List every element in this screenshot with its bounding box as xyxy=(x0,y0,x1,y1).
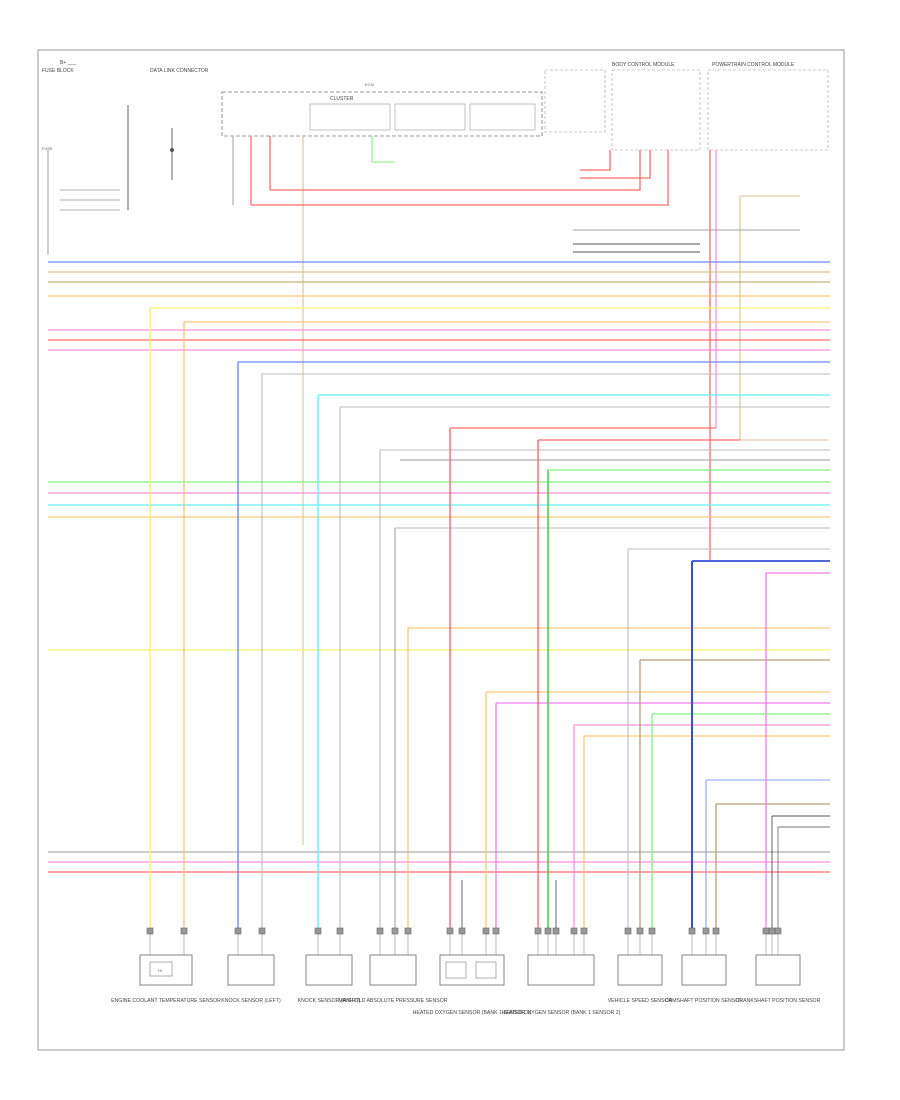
svg-text:ECM: ECM xyxy=(365,82,374,87)
vertical-wires xyxy=(149,308,779,930)
component-label-1: ENGINE COOLANT TEMPERATURE SENSOR xyxy=(111,998,221,1004)
component-label-8: CAMSHAFT POSITION SENSOR xyxy=(665,998,743,1004)
component-box xyxy=(305,954,353,986)
top-labels: FUSE BLOCK DATA LINK CONNECTOR CLUSTER B… xyxy=(42,62,795,102)
top-label-2: DATA LINK CONNECTOR xyxy=(150,68,209,74)
component-box xyxy=(439,954,505,986)
component-label-6: HEATED OXYGEN SENSOR (BANK 1 SENSOR 2) xyxy=(502,1010,621,1016)
top-label-3: CLUSTER xyxy=(330,96,354,102)
svg-text:FUSE: FUSE xyxy=(42,146,53,151)
component-label-3: KNOCK SENSOR (RIGHT) xyxy=(298,998,361,1004)
diagram-border xyxy=(37,49,845,1051)
top-label-4: BODY CONTROL MODULE xyxy=(612,62,675,68)
component-label-5: HEATED OXYGEN SENSOR (BANK 1 SENSOR 1) xyxy=(413,1010,532,1016)
svg-text:HI: HI xyxy=(158,968,162,973)
component-box xyxy=(681,954,727,986)
module-header-box xyxy=(221,91,543,137)
component-box xyxy=(755,954,801,986)
component-box xyxy=(227,954,275,986)
top-section: B+ ___ FUSE ECM xyxy=(42,60,829,845)
horizontal-wires xyxy=(48,261,830,873)
component-label-7: VEHICLE SPEED SENSOR xyxy=(608,998,673,1004)
svg-text:B+ ___: B+ ___ xyxy=(60,60,76,66)
top-label-5: POWERTRAIN CONTROL MODULE xyxy=(712,62,795,68)
bottom-components: HI ENGINE COOLANT TEMPERATURE SENSOR KNO… xyxy=(111,927,821,1016)
component-label-4: MANIFOLD ABSOLUTE PRESSURE SENSOR xyxy=(339,998,448,1004)
top-label-1: FUSE BLOCK xyxy=(42,68,74,74)
component-label-2: KNOCK SENSOR (LEFT) xyxy=(221,998,281,1004)
component-box xyxy=(527,954,595,986)
component-label-9: CRANKSHAFT POSITION SENSOR xyxy=(736,998,821,1004)
component-box xyxy=(139,954,193,986)
component-box xyxy=(369,954,417,986)
component-box xyxy=(617,954,663,986)
